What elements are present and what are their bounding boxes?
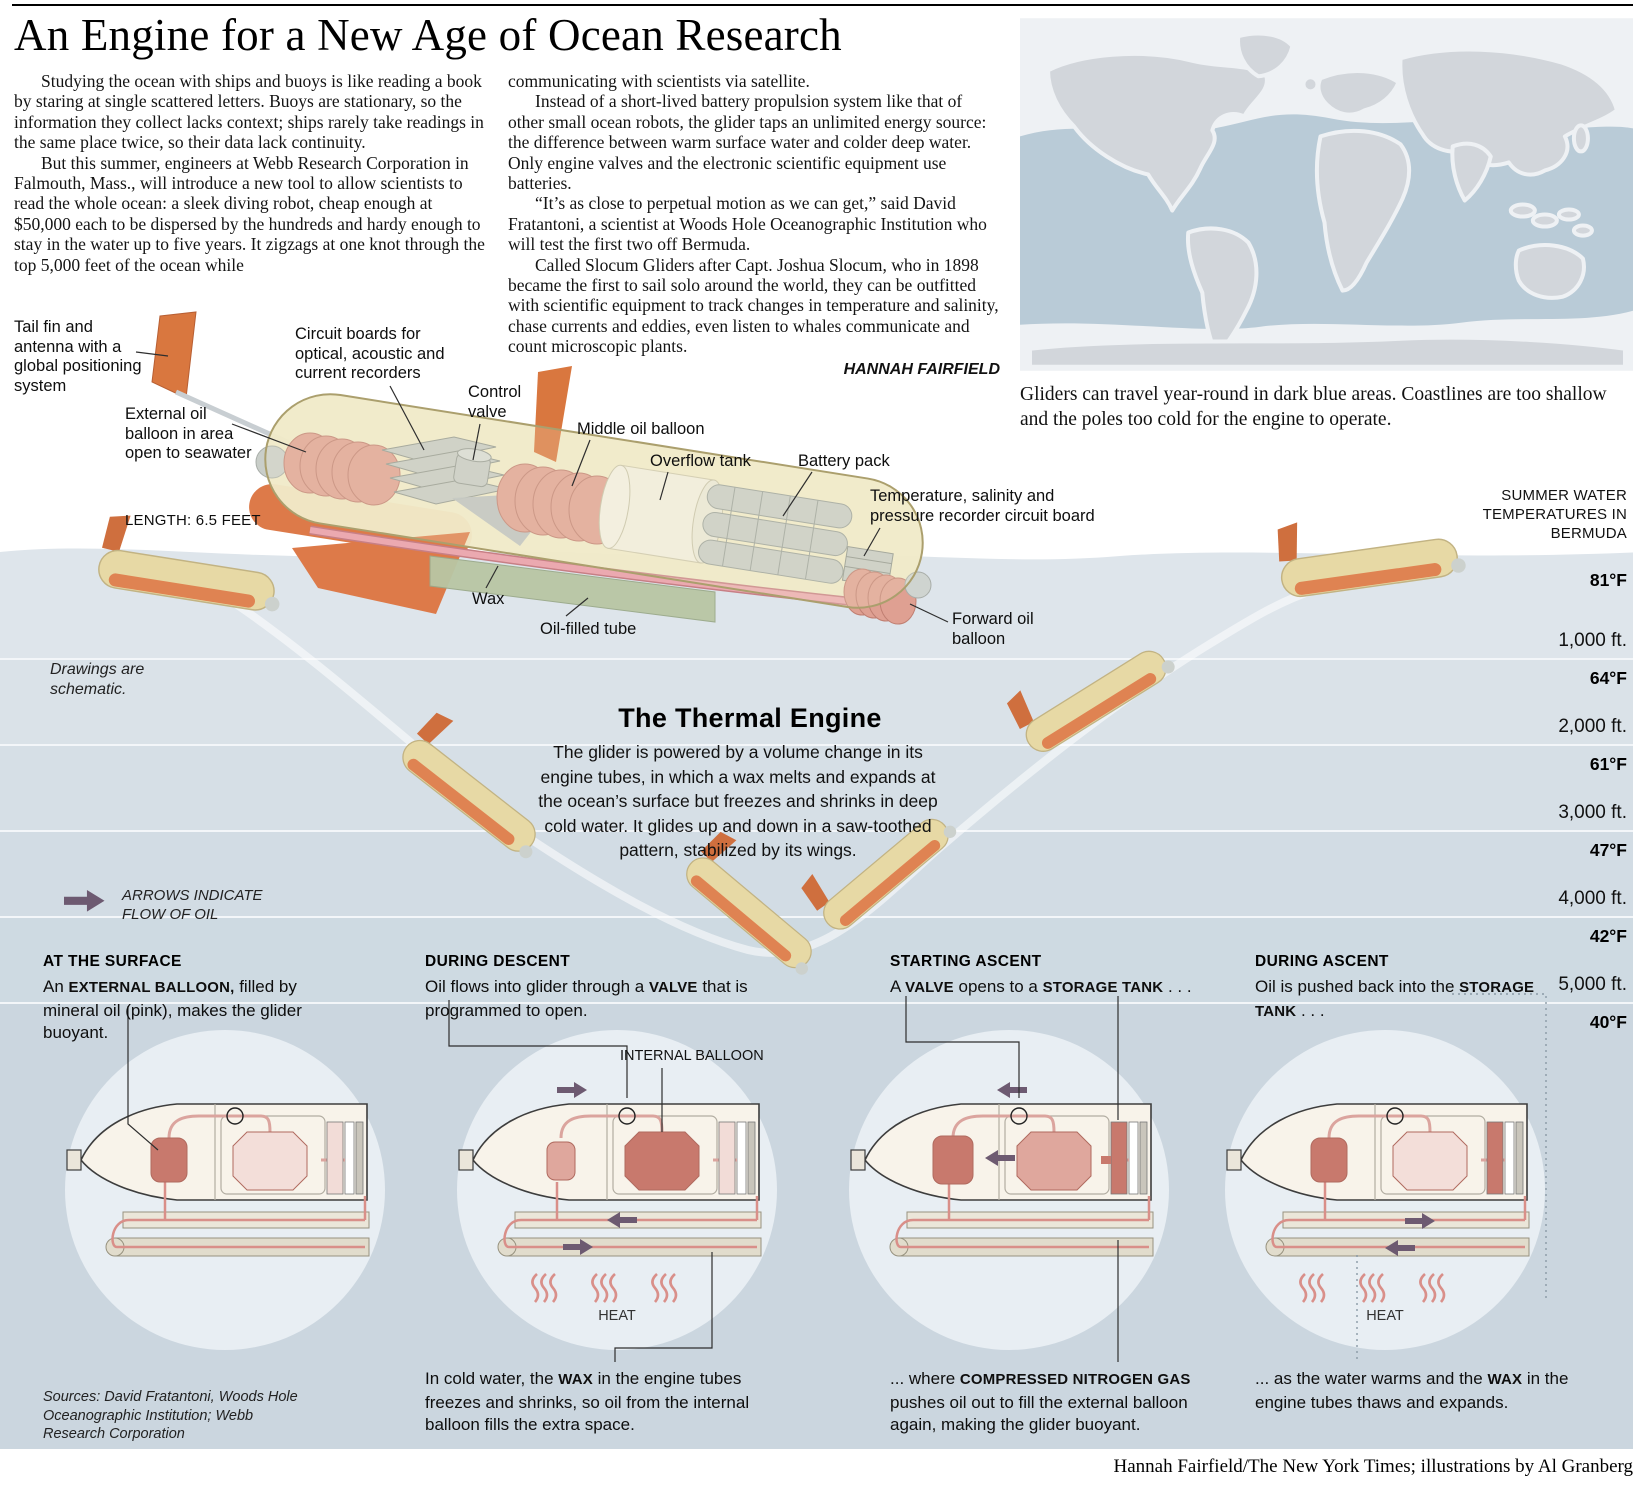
intro-paragraph: communicating with scientists via satell…	[508, 71, 810, 91]
temp-47: 47°F	[1589, 840, 1627, 860]
wing-lower-left	[292, 532, 470, 614]
note-schematic: Drawings are schematic.	[50, 661, 145, 698]
map-caption: Gliders can travel year-round in dark bl…	[1020, 384, 1607, 430]
depth-4000: 4,000 ft.	[1558, 888, 1627, 909]
panel-4-body: Oil is pushed back into the STORAGE TANK…	[1255, 977, 1535, 1020]
label-external-balloon: External oil balloon in area open to sea…	[125, 405, 252, 462]
intro-column-1: Studying the ocean with ships and buoys …	[14, 71, 492, 275]
internal-balloon-label: INTERNAL BALLOON	[620, 1048, 764, 1064]
label-length: LENGTH: 6.5 FEET	[125, 512, 261, 529]
ocean-band-3000	[0, 744, 1633, 832]
temp-81: 81°F	[1589, 570, 1627, 590]
intro-paragraph: “It’s as close to perpetual motion as we…	[508, 193, 987, 255]
depth-2000: 2,000 ft.	[1558, 716, 1627, 737]
panel-2-caption: In cold water, the WAX in the engine tub…	[425, 1369, 750, 1434]
schematic-during-descent	[457, 1082, 763, 1304]
panel-3-header: STARTING ASCENT	[890, 953, 1042, 970]
overflow-tank-part	[598, 464, 724, 564]
schematic-during-ascent	[1225, 1102, 1531, 1304]
temp-40: 40°F	[1589, 1012, 1627, 1032]
panel-3-body: A VALVE opens to a STORAGE TANK . . .	[890, 977, 1192, 996]
thermal-engine-body: The glider is powered by a volume change…	[538, 742, 938, 860]
sources-note: Sources: David Fratantoni, Woods Hole Oc…	[43, 1389, 298, 1442]
panel-4-header: DURING ASCENT	[1255, 953, 1389, 970]
panel-dotted-leaders	[1356, 993, 1547, 1362]
panel-3-caption: ... where COMPRESSED NITROGEN GAS pushes…	[890, 1369, 1191, 1434]
panel-1-body: An EXTERNAL BALLOON, filled by mineral o…	[43, 977, 302, 1042]
panel-2-header: DURING DESCENT	[425, 953, 571, 970]
intro-paragraph: Studying the ocean with ships and buoys …	[14, 71, 484, 153]
intro-column-2: communicating with scientists via satell…	[508, 71, 1000, 380]
depth-scale-title: SUMMER WATER TEMPERATURES IN BERMUDA	[1482, 487, 1627, 542]
panel-2-body: Oil flows into glider through a VALVE th…	[425, 977, 748, 1020]
label-leader-lines	[135, 351, 949, 623]
oil-tube	[309, 527, 866, 606]
panel-leader-lines	[127, 996, 1119, 1362]
ocean-band-5000	[0, 916, 1633, 1004]
intro-paragraph: But this summer, engineers at Webb Resea…	[14, 152, 485, 275]
page-title: An Engine for a New Age of Ocean Researc…	[14, 10, 842, 60]
intro-paragraph: Instead of a short-lived battery propuls…	[508, 91, 987, 194]
forward-oil-balloon-coil	[843, 568, 917, 625]
label-battery-pack: Battery pack	[798, 452, 890, 470]
wax-panel	[429, 555, 716, 623]
world-map	[1020, 18, 1633, 371]
panel-4-heat-label: HEAT	[1366, 1308, 1404, 1324]
wing-upper	[534, 366, 572, 462]
label-circuit-boards: Circuit boards for optical, acoustic and…	[295, 325, 445, 382]
world-map-graphic	[1020, 18, 1633, 371]
depth-1000: 1,000 ft.	[1558, 630, 1627, 651]
label-wax: Wax	[472, 590, 505, 608]
legend-arrows: ARROWS INDICATE FLOW OF OIL	[122, 887, 263, 923]
temp-64: 64°F	[1589, 668, 1627, 688]
label-overflow-tank: Overflow tank	[650, 452, 751, 470]
label-forward-balloon: Forward oil balloon	[952, 610, 1034, 648]
intro-paragraph: Called Slocum Gliders after Capt. Joshua…	[508, 254, 999, 357]
ocean-band-2000	[0, 658, 1633, 746]
label-tail-fin: Tail fin and antenna with a global posit…	[14, 318, 142, 395]
continents	[1028, 31, 1627, 369]
depth-5000: 5,000 ft.	[1558, 974, 1627, 995]
credit-line: Hannah Fairfield/The New York Times; ill…	[1113, 1456, 1633, 1477]
temp-61: 61°F	[1589, 754, 1627, 774]
label-temp-board: Temperature, salinity and pressure recor…	[870, 487, 1095, 525]
panel-4-caption: ... as the water warms and the WAX in th…	[1255, 1369, 1569, 1412]
schematic-at-surface	[65, 1102, 371, 1258]
schematic-starting-ascent	[849, 1082, 1155, 1258]
label-oil-tube: Oil-filled tube	[540, 620, 637, 638]
aft-oil-balloon-coil	[283, 432, 401, 506]
thermal-engine-title: The Thermal Engine	[618, 703, 882, 733]
label-control-valve: Control valve	[468, 383, 522, 421]
temp-42: 42°F	[1589, 926, 1627, 946]
byline: HANNAH FAIRFIELD	[843, 360, 1000, 378]
flow-arrow-icon	[64, 890, 105, 912]
top-rule	[12, 4, 1633, 6]
panel-2-heat-label: HEAT	[598, 1308, 636, 1324]
label-middle-oil-balloon: Middle oil balloon	[577, 420, 705, 438]
battery-pack-part	[698, 484, 853, 584]
panel-1-header: AT THE SURFACE	[43, 953, 182, 970]
glider-cutaway-illustration	[151, 311, 932, 625]
depth-3000: 3,000 ft.	[1558, 802, 1627, 823]
